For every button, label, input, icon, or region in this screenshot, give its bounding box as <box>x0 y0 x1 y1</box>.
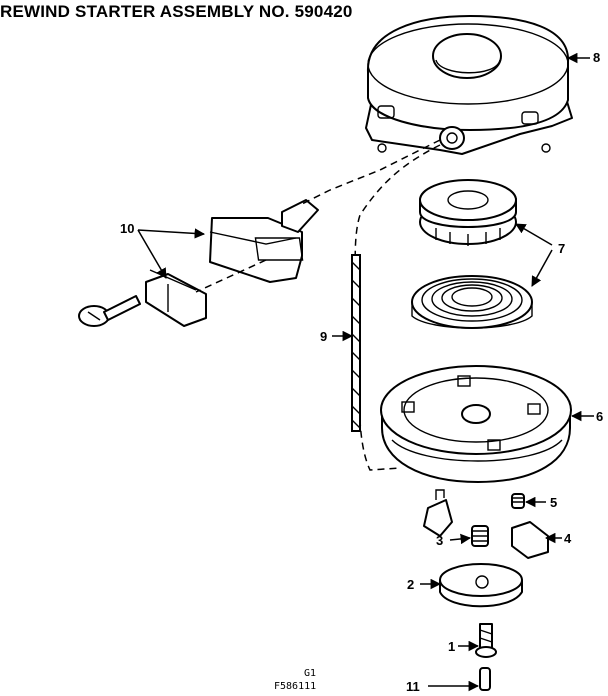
callout-9: 9 <box>320 329 327 344</box>
callout-2: 2 <box>407 577 414 592</box>
rope-route-line <box>299 139 441 206</box>
figure-code-number: F586111 <box>274 681 316 692</box>
callout-7: 7 <box>558 241 565 256</box>
rope-route-line-2 <box>195 259 267 293</box>
callout-4: 4 <box>564 531 572 546</box>
callout-11: 11 <box>406 679 420 694</box>
centering-pin <box>479 667 491 691</box>
starter-housing <box>365 15 573 155</box>
starter-pulley <box>380 365 572 483</box>
callout-8: 8 <box>593 50 600 65</box>
pawl-ratchet <box>423 489 453 537</box>
starter-rope <box>351 254 361 432</box>
retainer-screw <box>475 623 497 658</box>
callout-5: 5 <box>550 495 557 510</box>
friction-spring <box>511 493 525 509</box>
pawl-spring <box>471 525 489 547</box>
brake-plate <box>511 521 549 559</box>
spring-cup <box>419 179 517 246</box>
callout-6: 6 <box>596 409 603 424</box>
handle-clip <box>145 269 207 327</box>
figure-code-g1: G1 <box>304 668 316 679</box>
callout-10: 10 <box>120 221 134 236</box>
retainer <box>439 563 523 608</box>
recoil-spring <box>411 275 533 329</box>
callout-3: 3 <box>436 533 443 548</box>
handle-screw <box>78 295 141 327</box>
diagram-title: REWIND STARTER ASSEMBLY NO. 590420 <box>0 2 353 21</box>
callout-1: 1 <box>448 639 455 654</box>
starter-handle <box>209 199 319 283</box>
